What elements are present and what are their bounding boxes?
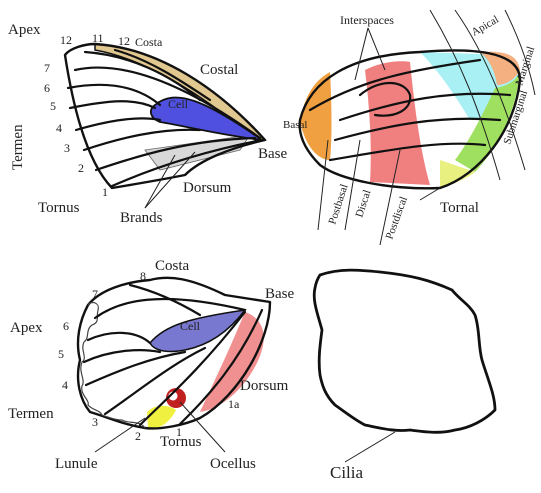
vein-number: 6 — [63, 319, 69, 333]
vein-number: 11 — [92, 31, 104, 45]
interspaces-leader — [368, 28, 385, 70]
apex-label: Apex — [10, 320, 43, 336]
cilia-label: Cilia — [330, 463, 364, 482]
hindwing-cilia-outline — [314, 270, 495, 432]
tornal-label: Tornal — [440, 200, 479, 216]
cell-label: Cell — [168, 97, 189, 111]
area-boundary-line — [420, 188, 440, 200]
hindwing-cilia-panel: Cilia — [314, 270, 495, 482]
vein-number: 12 — [60, 33, 72, 47]
lunule — [147, 406, 176, 429]
interspaces-label: Interspaces — [340, 13, 394, 27]
base-label: Base — [265, 286, 295, 302]
hindwing-veins-panel: Costa Base Apex Cell Termen Dorsum Tornu… — [8, 258, 295, 472]
vein-number: 5 — [50, 99, 56, 113]
forewing-vein — [76, 118, 160, 130]
vein-number: 6 — [44, 81, 50, 95]
base-label: Base — [258, 146, 288, 162]
vein-number: 3 — [64, 141, 70, 155]
area-discal — [365, 61, 430, 185]
cilia-leader — [345, 432, 395, 462]
cell-label: Cell — [180, 319, 201, 333]
lunule-label: Lunule — [55, 456, 98, 472]
vein-number: 1 — [102, 185, 108, 199]
termen-label: Termen — [10, 124, 26, 170]
dorsum-label: Dorsum — [183, 180, 232, 196]
vein-number: 2 — [135, 429, 141, 443]
discal-label: Discal — [353, 188, 373, 218]
vein-number: 7 — [92, 287, 98, 301]
vein-1a-label: 1a — [228, 397, 240, 411]
tornus-label: Tornus — [38, 200, 80, 216]
forewing-vein — [70, 101, 155, 108]
costa-label: Costa — [155, 258, 190, 274]
vein-number: 2 — [78, 161, 84, 175]
vein-number: 1 — [176, 425, 182, 439]
hindwing-vein — [88, 333, 150, 343]
vein-number: 3 — [92, 415, 98, 429]
postdiscal-label: Postdiscal — [384, 195, 411, 241]
vein-number: 4 — [56, 121, 62, 135]
apical-label: Apical — [470, 14, 501, 39]
basal-label: Basal — [283, 119, 307, 131]
vein-number: 12 — [118, 34, 130, 48]
costal-label: Costal — [200, 62, 238, 78]
dorsum-label: Dorsum — [240, 378, 289, 394]
brands-label: Brands — [120, 210, 163, 226]
costa-label: Costa — [135, 35, 163, 49]
forewing-areas-panel: Interspaces Apical Marginal Submarginal … — [283, 10, 537, 245]
vein-number: 4 — [62, 378, 68, 392]
vein-number: 7 — [44, 61, 50, 75]
forewing-veins-panel: Apex Costa Costal Cell Termen Base Dorsu… — [8, 22, 288, 226]
apex-label: Apex — [8, 22, 41, 38]
vein-number: 8 — [140, 269, 146, 283]
termen-label: Termen — [8, 406, 54, 422]
ocellus-label: Ocellus — [210, 456, 256, 472]
vein-number: 5 — [58, 347, 64, 361]
